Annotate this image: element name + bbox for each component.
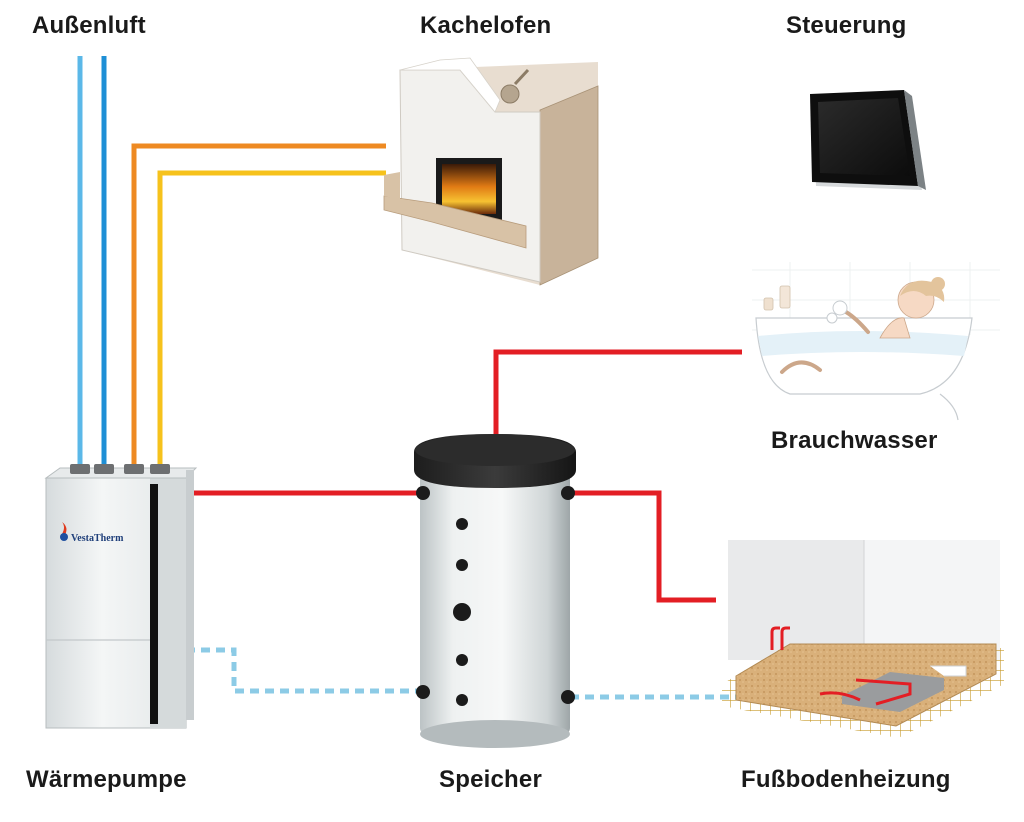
tiled-stove-illustration [383,57,599,286]
logo-text: VestaTherm [71,533,124,544]
label-heat-pump: Wärmepumpe [26,766,187,793]
bathtub-illustration [752,262,1000,421]
tank-port-left-bottom [416,685,430,699]
heat-pump-port-2 [94,464,114,474]
stove-supply-pipe [131,143,386,474]
label-floor-heating: Fußbodenheizung [741,766,951,793]
label-hot-water: Brauchwasser [771,427,938,454]
stove-return-pipe [157,170,386,474]
storage-to-floor-pipe [570,490,716,603]
storage-to-heatpump-return [186,647,420,694]
label-tiled-stove: Kachelofen [420,12,552,39]
tank-port-front-1 [456,518,468,530]
label-outdoor-air: Außenluft [32,12,146,39]
tank-port-front-2 [456,559,468,571]
label-control: Steuerung [786,12,907,39]
tank-port-front-3 [453,603,471,621]
tank-port-right-bottom [561,690,575,704]
storage-tank [414,434,576,748]
floor-heating-room [722,540,1004,738]
heat-pump-unit: VestaTherm [44,464,198,729]
control-panel-display [810,90,926,190]
tank-port-left-top [416,486,430,500]
pipe-lines [77,56,742,700]
label-storage-tank: Speicher [439,766,542,793]
tank-port-front-4 [456,654,468,666]
heat-pump-port-1 [70,464,90,474]
vestatherm-logo: VestaTherm [60,522,124,544]
heat-pump-port-3 [124,464,144,474]
storage-to-hotwater-pipe [493,349,742,446]
tank-port-front-5 [456,694,468,706]
heat-pump-port-4 [150,464,170,474]
tank-port-right-top [561,486,575,500]
